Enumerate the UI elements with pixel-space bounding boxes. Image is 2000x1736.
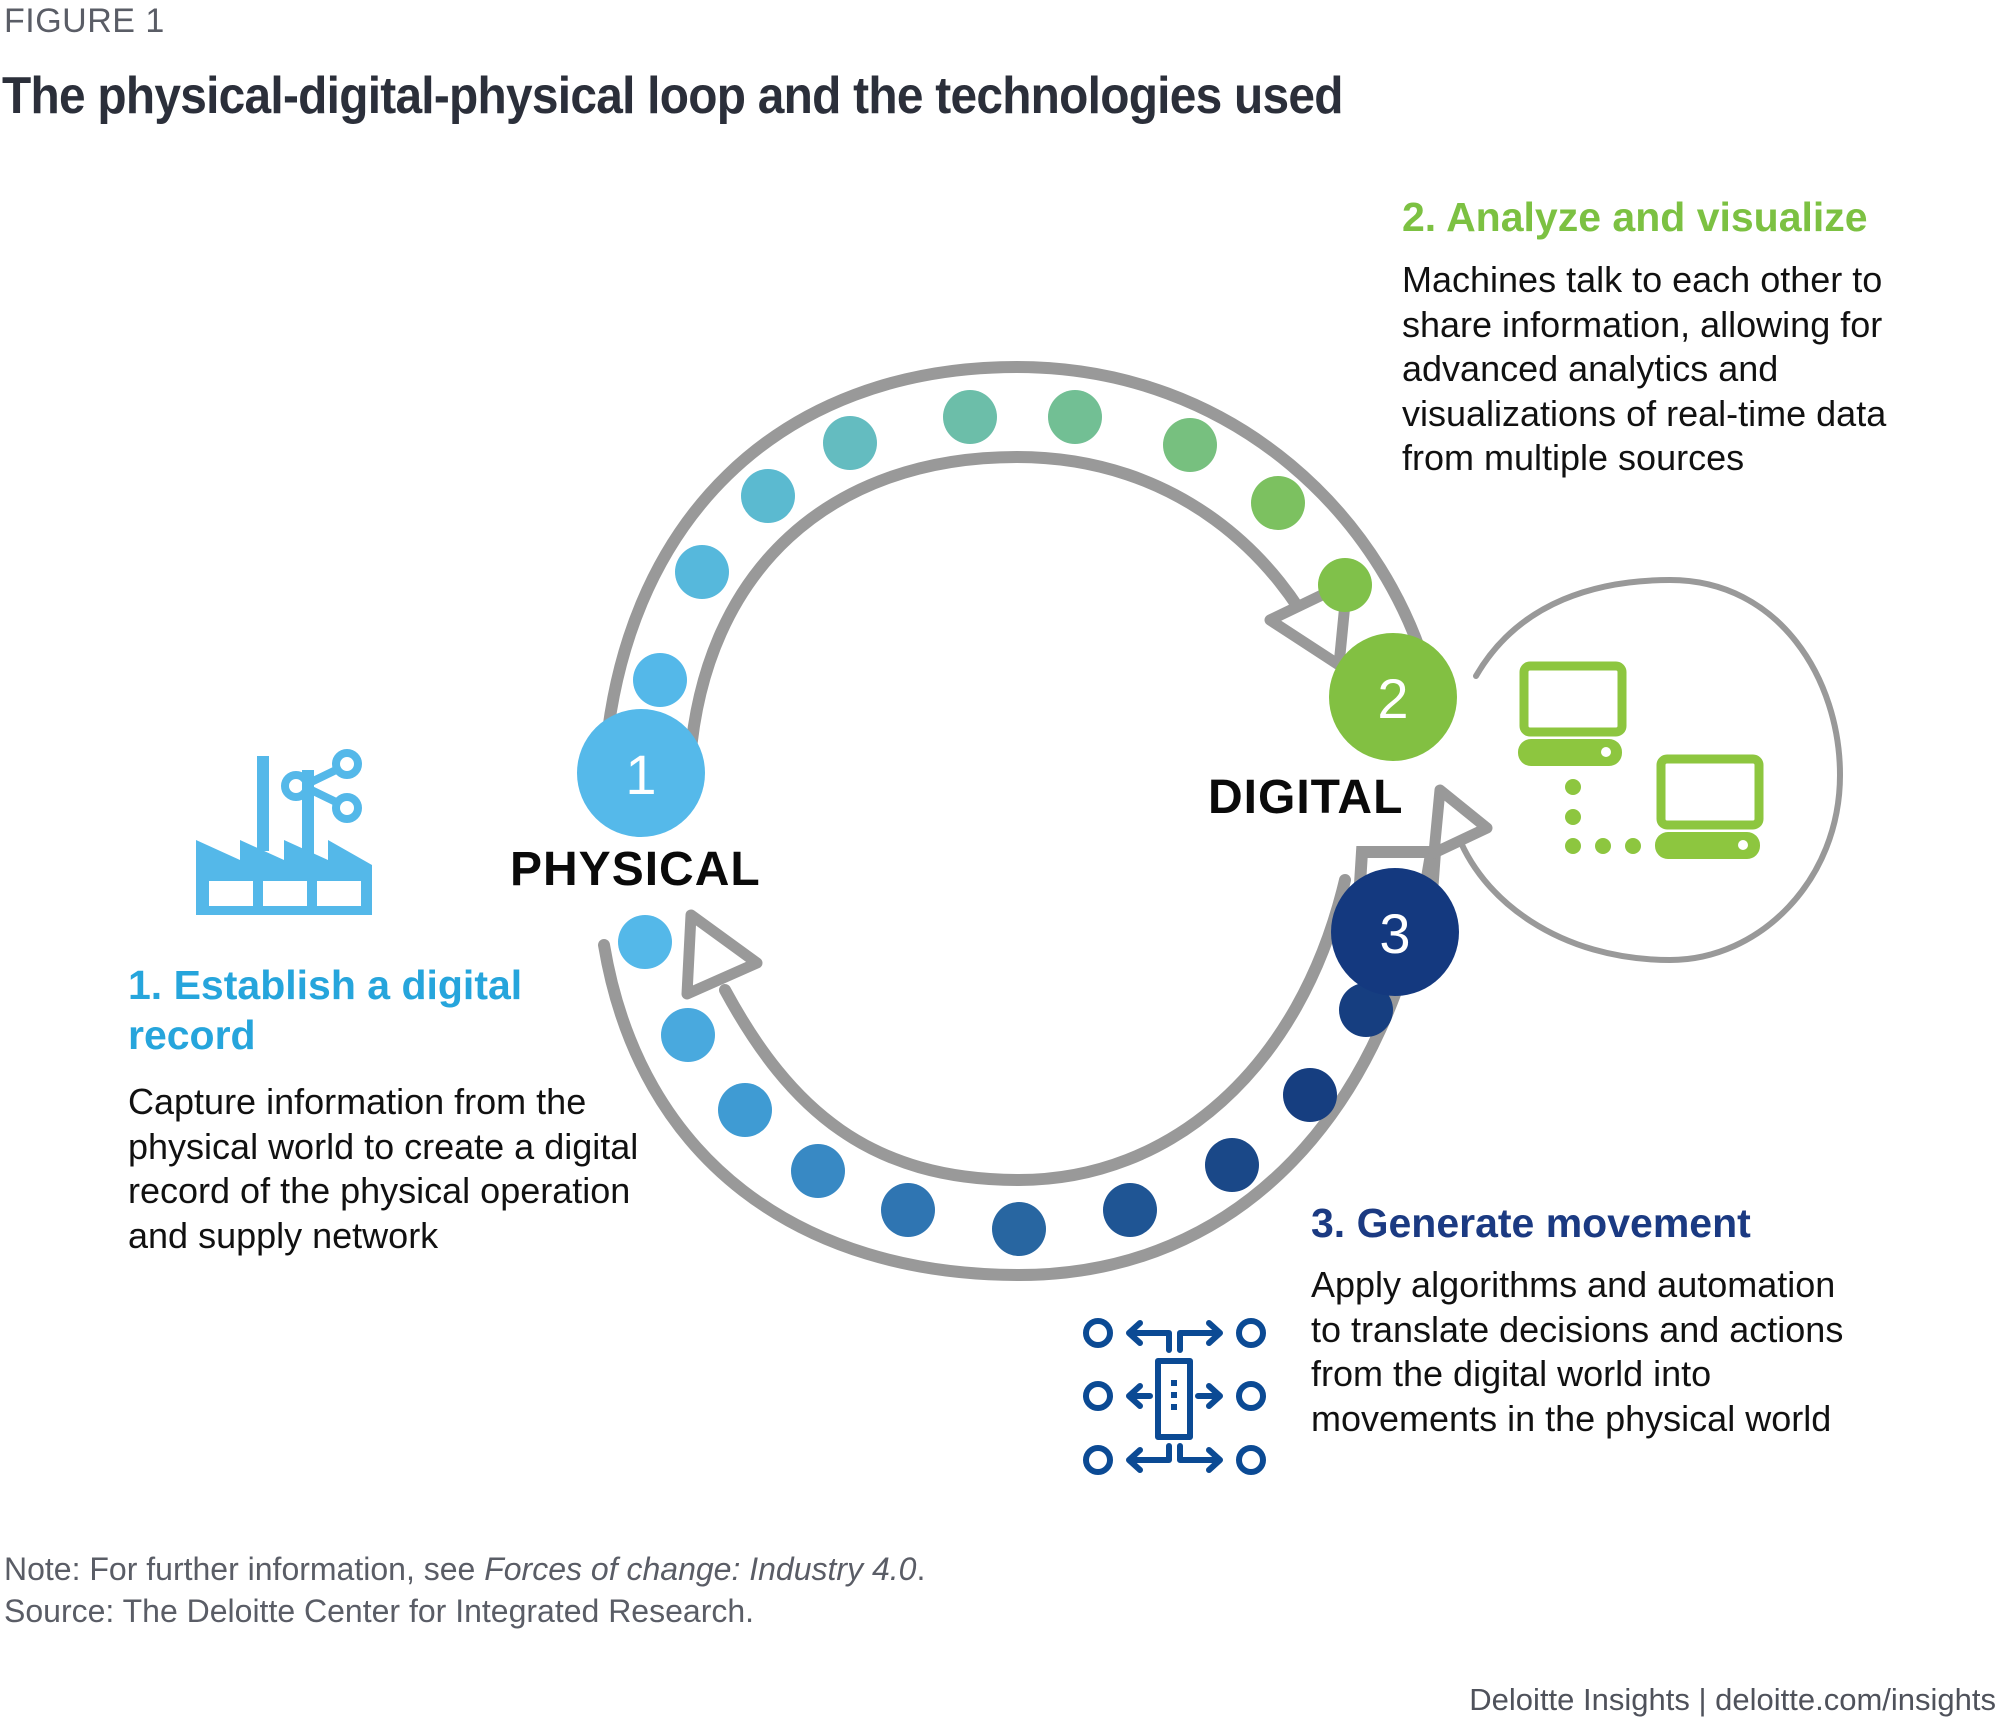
loop-dot-lower [1339,983,1393,1037]
distribution-arrows-icon [1083,1318,1266,1475]
loop-dot-lower [992,1202,1046,1256]
computer-icon-part [1625,838,1641,854]
computer-icon-part [1655,832,1760,859]
loop-dot-upper [943,390,997,444]
publisher-credit[interactable]: Deloitte Insights | deloitte.com/insight… [1469,1682,1996,1717]
movement-icon-part [1236,1381,1266,1411]
stage-1-circle [577,709,705,837]
note-reference[interactable]: Forces of change: Industry 4.0 [484,1551,917,1587]
movement-icon-part [1236,1445,1266,1475]
stage-3-circle [1331,868,1459,996]
page-title: The physical-digital-physical loop and t… [2,67,1343,125]
physical-label: PHYSICAL [510,843,761,896]
movement-icon-part [1126,1443,1172,1473]
upper-dots [633,390,1372,707]
loop-dot-upper [675,545,729,599]
upper-arc-inner [684,450,1328,766]
movement-icon-part [1126,1320,1172,1353]
step-1-heading: 1. Establish a digital record [128,962,523,1058]
computer-icon-part [1595,838,1611,854]
loop-dot-lower [791,1144,845,1198]
computer-icon-part [1738,840,1748,850]
movement-icon-part [1177,1320,1223,1353]
computer-icon-part [1519,661,1627,737]
share-node [281,771,311,801]
loop-dot-upper [1318,558,1372,612]
loop-dot-lower [718,1083,772,1137]
stage-3-number: 3 [1379,902,1410,965]
movement-icon-part [1083,1445,1113,1475]
right-loop-arc [1453,576,1844,964]
loop-dot-lower [1205,1138,1259,1192]
note-suffix: . [916,1551,926,1587]
computer-icon-part [1565,809,1581,825]
movement-icon-dot [1171,1392,1177,1398]
loop-dot-lower [1283,1068,1337,1122]
loop-dot-lower [1103,1183,1157,1237]
note-line: Note: For further information, see Force… [4,1548,925,1590]
networked-computers-icon [1518,661,1764,859]
step-2-description: Machines talk to each other to share inf… [1402,259,1887,478]
movement-icon-part [1083,1381,1113,1411]
step-3-heading: 3. Generate movement [1311,1200,1751,1246]
stage-2-number: 2 [1377,667,1408,730]
lower-arc-inner [719,874,1351,1187]
upper-arc [598,360,1438,778]
computer-icon-part [1518,739,1622,766]
loop-dot-lower [661,1008,715,1062]
step-3-description: Apply algorithms and automation to trans… [1311,1264,1844,1439]
loop-dot-lower [881,1183,935,1237]
step-1-description: Capture information from the physical wo… [128,1081,639,1256]
movement-icon-part [1177,1443,1223,1473]
loop-dot-upper [741,469,795,523]
computer-icon-part [1565,838,1581,854]
movement-icon-part [1236,1318,1266,1348]
loop-dot-lower [618,915,672,969]
stage-2-circle [1329,633,1457,761]
loop-dot-upper [823,416,877,470]
upper-arc-outer [598,360,1438,778]
footnote: Note: For further information, see Force… [4,1548,925,1632]
stage-1-badge: 1 [577,709,705,837]
loop-dot-upper [1163,418,1217,472]
stage-2-badge: 2 [1329,633,1457,761]
movement-icon-dot [1171,1380,1177,1386]
factory-share-icon [196,749,372,915]
movement-icon-dot [1171,1404,1177,1410]
lower-arc-outer [598,854,1436,1282]
movement-icon-part [1195,1383,1223,1409]
source-line: Source: The Deloitte Center for Integrat… [4,1593,755,1629]
movement-icon-part [1126,1383,1153,1409]
stage-3-badge: 3 [1331,868,1459,996]
loop-dot-upper [1048,390,1102,444]
loop-dot-upper [1251,476,1305,530]
digital-label: DIGITAL [1208,771,1404,824]
figure-label: FIGURE 1 [4,2,165,40]
computer-icon-part [1601,747,1611,757]
digital-arrowhead-icon [1428,784,1493,859]
lower-arrowhead-icon [681,909,763,1000]
step-2-heading: 2. Analyze and visualize [1402,194,1868,240]
note-prefix: Note: For further information, see [4,1551,485,1587]
loop-dot-upper [633,653,687,707]
lower-dots [618,915,1393,1256]
movement-icon-part [1155,1358,1193,1440]
stage-1-number: 1 [625,743,656,806]
movement-icon-part [1083,1318,1113,1348]
computer-icon-part [1656,754,1764,830]
computer-icon-part [1565,779,1581,795]
